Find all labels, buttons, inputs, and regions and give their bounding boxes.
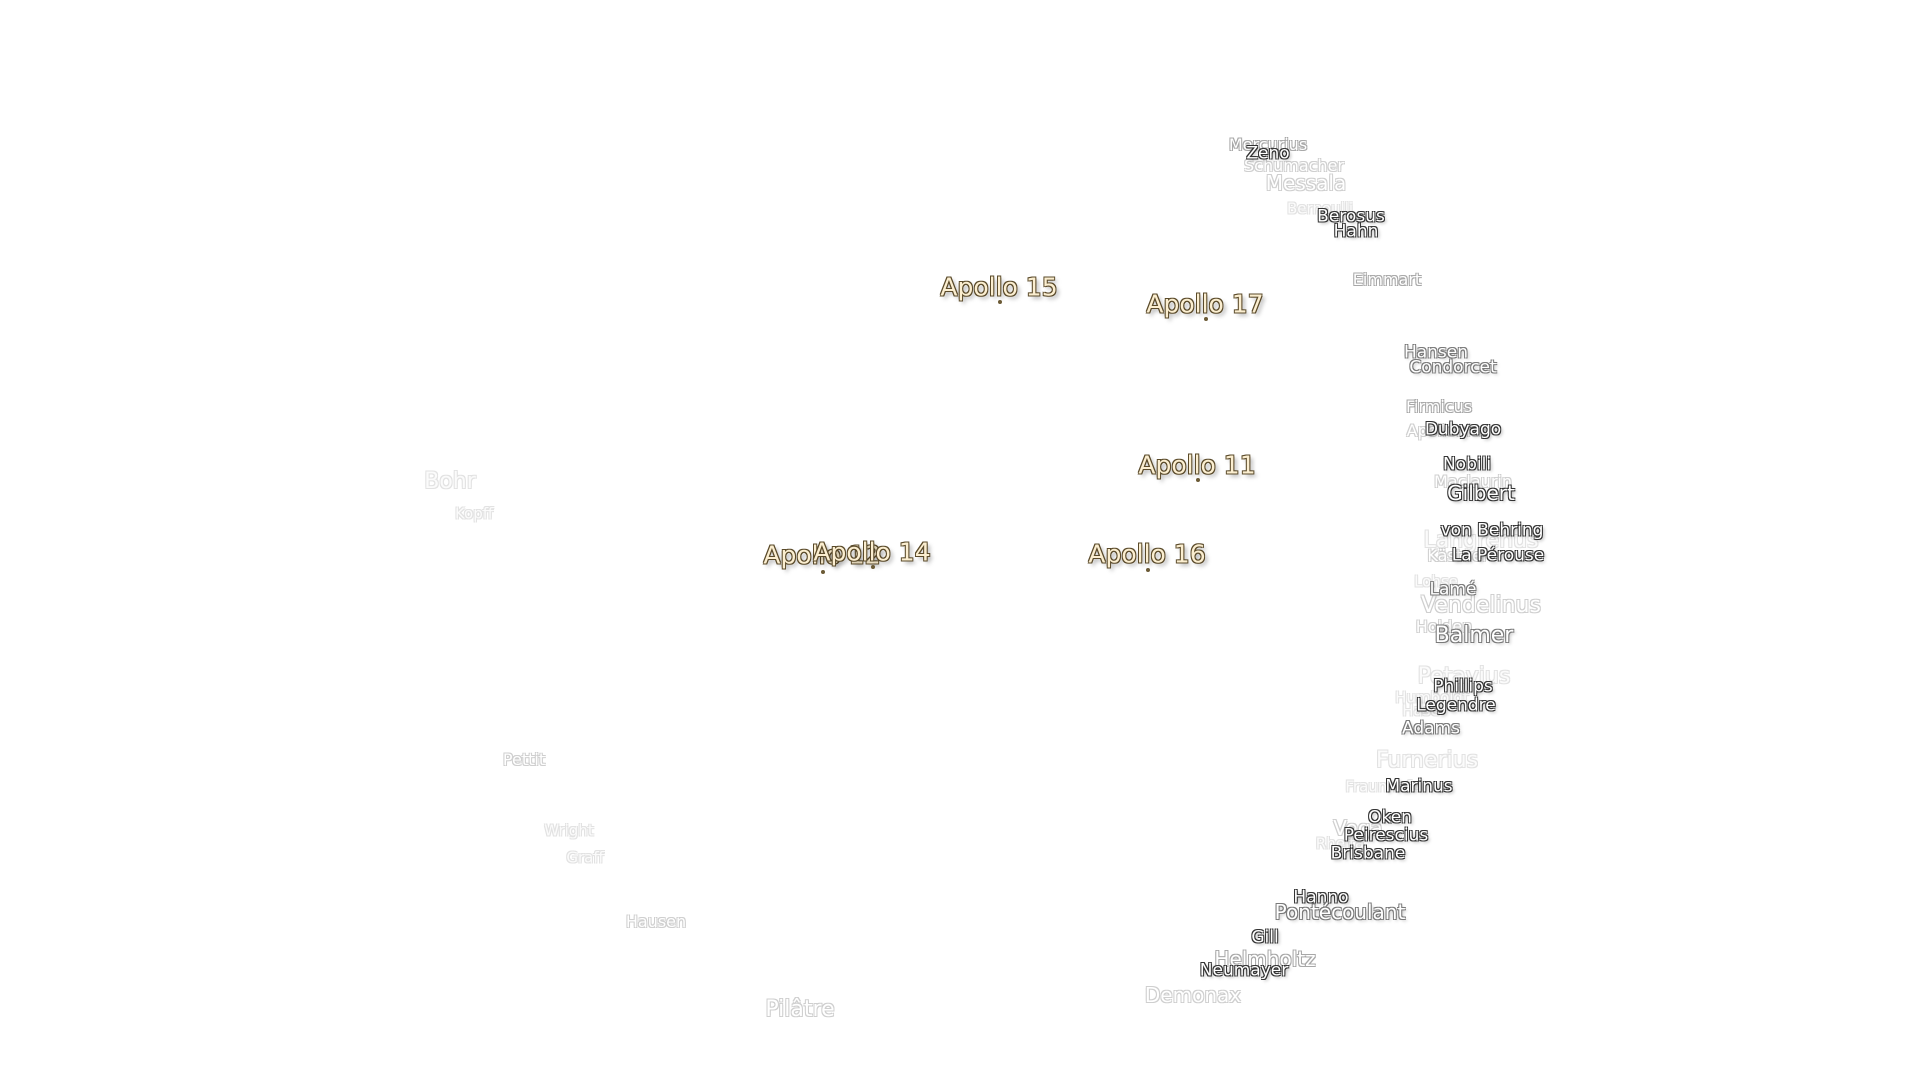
crater-label-fraunhofer[interactable]: Fraunhofer — [1345, 777, 1427, 796]
crater-label-gill[interactable]: Gill — [1251, 927, 1279, 948]
crater-label-apollonius[interactable]: Apollonius — [1406, 421, 1490, 440]
crater-label-brisbane[interactable]: Brisbane — [1330, 843, 1406, 864]
crater-label-berosus[interactable]: Berosus — [1317, 206, 1385, 227]
apollo-label-16[interactable]: Apollo 16 — [1088, 539, 1206, 569]
crater-label-lohse[interactable]: Lohse — [1414, 572, 1458, 591]
crater-label-kastner[interactable]: Kästner — [1427, 546, 1489, 565]
landing-site-marker[interactable] — [871, 565, 875, 569]
crater-label-neumayer[interactable]: Neumayer — [1199, 960, 1289, 981]
crater-label-la-perouse[interactable]: La Pérouse — [1451, 545, 1545, 566]
crater-label-vendelinus[interactable]: Vendelinus — [1421, 593, 1541, 618]
landing-site-marker[interactable] — [998, 300, 1002, 304]
crater-label-eimmart[interactable]: Eimmart — [1352, 270, 1422, 289]
crater-label-schumacher[interactable]: Schumacher — [1244, 156, 1344, 175]
crater-label-bohr[interactable]: Kopff — [454, 504, 494, 523]
apollo-label-15[interactable]: Apollo 15 — [940, 272, 1058, 302]
apollo-label-14[interactable]: Apollo 14 — [813, 537, 931, 567]
landing-site-marker[interactable] — [1204, 317, 1208, 321]
apollo-label-11[interactable]: Apollo 11 — [1138, 450, 1256, 480]
landing-site-marker[interactable] — [1196, 478, 1200, 482]
crater-label-rheita[interactable]: Rheita — [1315, 834, 1365, 853]
crater-label-pettit[interactable]: Wright — [544, 821, 594, 840]
crater-label-petavius[interactable]: Petavius — [1417, 664, 1511, 689]
apollo-label-17[interactable]: Apollo 17 — [1146, 289, 1264, 319]
crater-label-condorcet[interactable]: Condorcet — [1409, 357, 1497, 378]
crater-label-graff[interactable]: Hausen — [625, 912, 687, 931]
crater-label-peirescius[interactable]: Peirescius — [1343, 825, 1429, 846]
crater-label-oken[interactable]: Oken — [1368, 807, 1412, 828]
apollo-label-12[interactable]: Apollo 12 — [763, 540, 881, 570]
crater-label-humboldt[interactable]: Humboldt — [1395, 688, 1469, 707]
crater-label-helmholtz[interactable]: Helmholtz — [1214, 947, 1316, 971]
crater-label-hausen[interactable]: Pilâtre — [765, 997, 835, 1022]
crater-label-holden[interactable]: Holden — [1415, 617, 1473, 636]
crater-label-gilbert[interactable]: Gilbert — [1447, 481, 1515, 505]
crater-label-marinus[interactable]: Marinus — [1385, 776, 1453, 797]
crater-label-furnerius[interactable]: Furnerius — [1375, 748, 1479, 773]
crater-label-phillips[interactable]: Phillips — [1433, 676, 1493, 697]
crater-label-hahn[interactable]: Hahn — [1333, 221, 1379, 242]
crater-label-hase[interactable]: Hase — [1402, 701, 1440, 720]
crater-label-zeno[interactable]: Zeno — [1246, 143, 1290, 164]
crater-label-balmer[interactable]: Balmer — [1434, 623, 1514, 648]
crater-label-kopff[interactable]: Pettit — [502, 750, 546, 769]
crater-label-einstein[interactable]: Bohr — [424, 469, 476, 494]
crater-label-messala[interactable]: Messala — [1265, 171, 1347, 195]
crater-label-lame[interactable]: Lamé — [1429, 579, 1477, 600]
landing-site-marker[interactable] — [821, 570, 825, 574]
crater-label-nobili[interactable]: Nobili — [1442, 454, 1492, 475]
crater-label-mercurius[interactable]: Mercurius — [1228, 135, 1308, 154]
crater-label-langrenus[interactable]: Langrenus — [1423, 528, 1539, 553]
crater-label-demonax[interactable]: Demonax — [1144, 983, 1242, 1007]
crater-label-maclaurin[interactable]: Maclaurin — [1434, 472, 1512, 491]
crater-label-bernoulli[interactable]: Bernoulli — [1286, 199, 1354, 218]
crater-label-wright[interactable]: Graff — [566, 848, 604, 867]
landing-site-marker[interactable] — [1146, 568, 1150, 572]
crater-label-von-behring[interactable]: von Behring — [1440, 520, 1544, 541]
crater-label-dubyago[interactable]: Dubyago — [1424, 419, 1502, 440]
crater-label-firmicus[interactable]: Firmicus — [1405, 397, 1473, 416]
crater-label-vega[interactable]: Vega — [1333, 816, 1383, 840]
crater-label-hansen[interactable]: Hansen — [1403, 342, 1469, 363]
crater-label-pontecoulant[interactable]: Pontécoulant — [1274, 900, 1406, 924]
crater-label-hanno[interactable]: Hanno — [1293, 887, 1349, 908]
crater-label-legendre[interactable]: Legendre — [1416, 695, 1496, 716]
crater-label-adams[interactable]: Adams — [1402, 718, 1460, 739]
